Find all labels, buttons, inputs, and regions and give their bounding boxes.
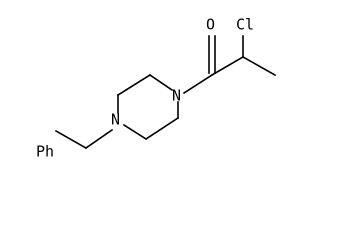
bond-n-carbonyl [182, 73, 214, 95]
nitrogen-bottom-label: N [111, 111, 120, 129]
chlorine-label: Cl [236, 16, 254, 34]
phenyl-label: Ph [36, 143, 54, 161]
bond-ring-top [116, 73, 152, 97]
molecule-svg: O Cl N N Ph [36, 16, 277, 161]
bond-carbonyl-chcl [210, 55, 245, 77]
bond-ring-top-right [148, 73, 174, 92]
bond-chcl-methyl [241, 55, 277, 77]
structure-diagram: O Cl N N Ph [36, 16, 277, 161]
bond-ring-bottom-left [122, 123, 148, 141]
oxygen-label: O [206, 16, 215, 34]
bond-n-ch2 [84, 128, 114, 150]
bond-ring-bottom-right [144, 116, 180, 141]
bond-ch2-ph [54, 129, 88, 150]
nitrogen-top-label: N [172, 87, 181, 105]
